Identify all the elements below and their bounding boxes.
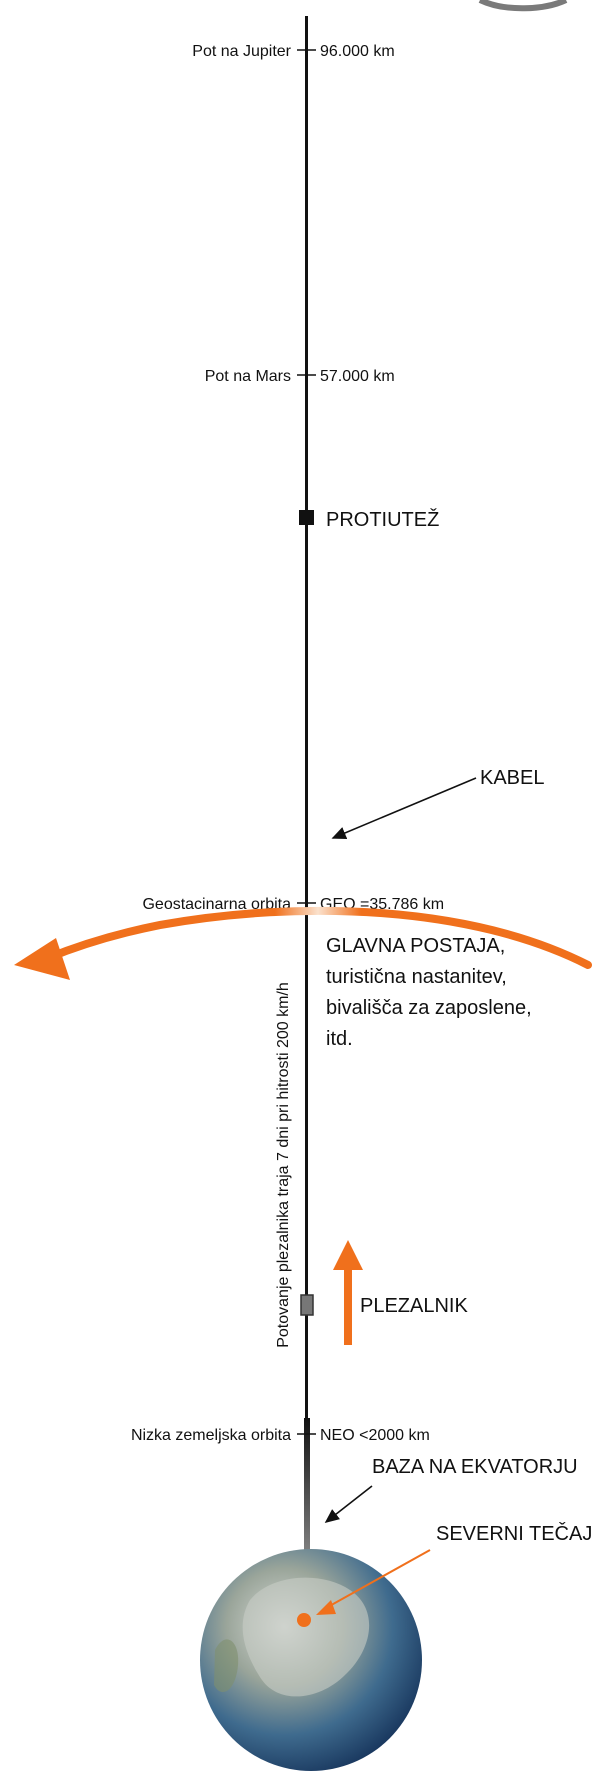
north-pole-marker-icon bbox=[297, 1613, 311, 1627]
north-pole-label: SEVERNI TEČAJ bbox=[436, 1522, 592, 1545]
level-neo-value: NEO <2000 km bbox=[320, 1427, 430, 1444]
base-pointer-arrow bbox=[324, 1485, 373, 1523]
counterweight-block-icon bbox=[299, 510, 314, 525]
cable-label: KABEL bbox=[480, 767, 544, 789]
level-mars-label: Pot na Mars bbox=[205, 368, 291, 385]
level-jupiter-label: Pot na Jupiter bbox=[192, 43, 291, 60]
north-pole-pointer-line bbox=[325, 1549, 431, 1609]
orbit-arrow-head bbox=[14, 938, 70, 980]
travel-time-label: Potovanje plezalnika traja 7 dni pri hit… bbox=[275, 982, 292, 1348]
level-geo-label: Geostacinarna orbita bbox=[142, 896, 291, 913]
cable-pointer-arrow bbox=[331, 777, 477, 839]
earth-landmass-decoration bbox=[242, 1577, 370, 1697]
station-label-line-4: itd. bbox=[326, 1028, 353, 1050]
climber-label: PLEZALNIK bbox=[360, 1295, 468, 1317]
station-label-line-2: turistična nastanitev, bbox=[326, 966, 507, 988]
cable-line bbox=[305, 16, 308, 1418]
level-neo-label: Nizka zemeljska orbita bbox=[131, 1427, 291, 1444]
level-jupiter-value: 96.000 km bbox=[320, 43, 395, 60]
base-label: BAZA NA EKVATORJU bbox=[372, 1456, 578, 1478]
climber-arrow-head bbox=[333, 1240, 363, 1270]
north-pole-pointer-head bbox=[316, 1600, 336, 1615]
orbit-arc bbox=[44, 906, 592, 969]
cable-line-lower bbox=[304, 1418, 310, 1563]
corner-swoosh-decoration bbox=[478, 0, 568, 12]
station-label-line-1: GLAVNA POSTAJA, bbox=[326, 935, 505, 957]
station-label-line-3: bivališča za zaposlene, bbox=[326, 997, 532, 1019]
counterweight-label: PROTIUTEŽ bbox=[326, 508, 439, 531]
earth-landmass-decoration-2 bbox=[214, 1639, 239, 1693]
level-mars-value: 57.000 km bbox=[320, 368, 395, 385]
climber-box-icon bbox=[300, 1294, 314, 1316]
